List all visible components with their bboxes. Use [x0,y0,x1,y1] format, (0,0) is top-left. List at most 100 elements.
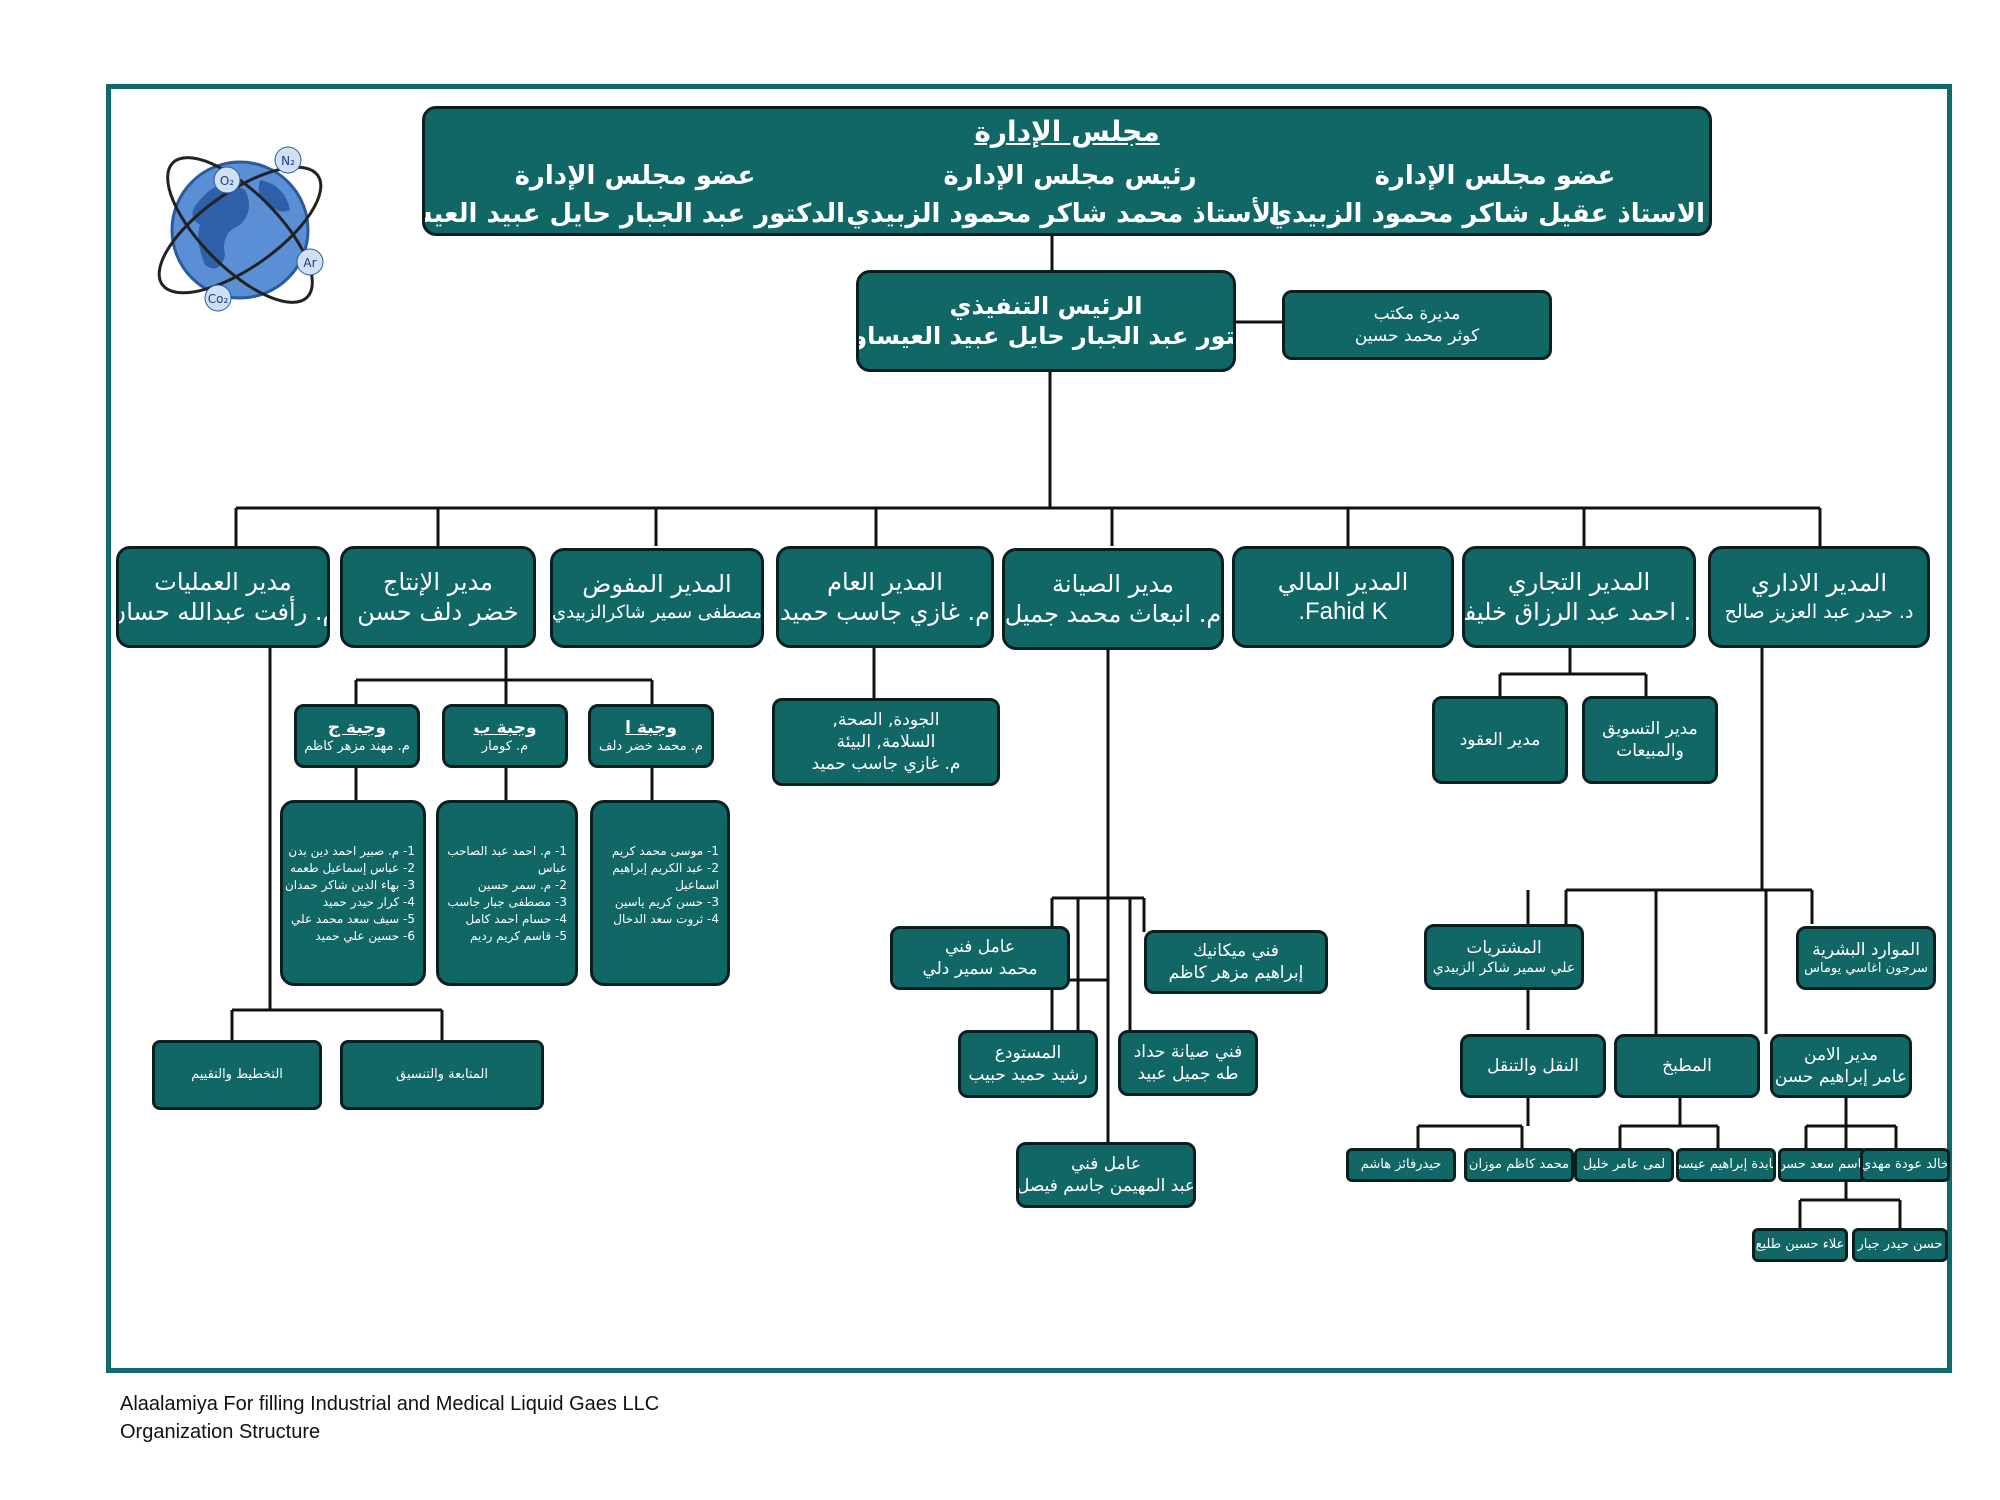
manager-production: مدير الإنتاج خضر دلف حسن [340,546,536,648]
shift-title: وجبة ب [473,718,537,738]
board-member-role: عضو مجلس الإدارة [1374,161,1616,191]
manager-title: مدير الإنتاج [382,568,494,596]
list-item: 3- بهاء الدين شاكر حمدان [284,878,415,892]
kitchen-box: المطبخ [1614,1034,1760,1098]
staff-name: عابدة إبراهيم عيسى [1676,1157,1776,1172]
shift-title: وجبة ا [625,718,677,738]
shift-lead: م. كومار [481,739,529,754]
list-item: 4- ثروت سعد الدخال [613,912,719,926]
staff-name: إبراهيم مزهر كاظم [1168,963,1304,983]
board-member: عضو مجلس الإدارة الدكتور عبد الجبار حايل… [425,157,845,233]
list-item: 2- عبد الكريم إبراهيم [612,861,719,875]
unit-label: المتابعة والتنسيق [395,1067,489,1082]
staff-name: طه جميل عبيد [1137,1064,1239,1084]
staff-name: عبد المهيمن جاسم فيصل [1017,1176,1195,1196]
manager-name: خضر دلف حسن [357,598,519,626]
staff-item: جاسم سعد حسن [1778,1148,1868,1182]
manager-title: مدير الصيانة [1052,570,1174,598]
shift-a-members: 1- موسى محمد كريم 2- عبد الكريم إبراهيم … [590,800,730,986]
hr-box: الموارد البشرية سرجون اغاسي يوماس [1796,926,1936,990]
staff-name: حسن حيدر جبار [1857,1237,1943,1252]
maintenance-mechanic: فني ميكانيك إبراهيم مزهر كاظم [1144,930,1328,994]
manager-name: م. رأفت عبدالله حسان [116,598,330,626]
unit-label: مدير العقود [1459,730,1541,750]
footer: Alaalamiya For filling Industrial and Me… [120,1390,659,1446]
unit-name: علي سمير شاكر الزبيدي [1432,960,1576,976]
board-member-name: الاستاذ عقيل شاكر محمود الزبيدي [1268,199,1705,229]
staff-title: فني ميكانيك [1193,941,1279,961]
staff-item: علاء حسين طليع [1752,1228,1848,1262]
list-item: 4- حسام احمد كامل [465,912,568,926]
staff-title: عامل فني [1070,1154,1142,1174]
staff-item: خالد عودة مهدي [1860,1148,1950,1182]
unit-label: التخطيط والتقييم [191,1067,283,1082]
shift-c-members: 1- م. صبير احمد دين بدن 2- عباس إسماعيل … [280,800,426,986]
unit-name: عامر إبراهيم حسن [1774,1067,1908,1087]
chart-frame [106,84,1952,1373]
list-item: 3- حسن كريم ياسين [614,895,719,909]
list-item: عباس [537,861,567,875]
quality-name: م. غازي جاسب حميد [811,754,961,774]
logo-label: Co₂ [208,292,229,306]
office-manager-box: مديرة مكتب كوثر محمد حسين [1282,290,1552,360]
staff-title: فني صيانة حداد [1133,1042,1243,1062]
list-item: 6- حسين علي حميد [315,929,415,943]
shift-lead: م. محمد خضر دلف [599,739,703,754]
manager-title: المدير التجاري [1507,568,1651,596]
quality-hse-box: الجودة, الصحة, السلامة, البيئة م. غازي ج… [772,698,1000,786]
shift-b-members: 1- م. احمد عبد الصاحب عباس 2- م. سمر حسي… [436,800,578,986]
transport-box: النقل والتنقل [1460,1034,1606,1098]
manager-title: المدير المالي [1277,568,1409,596]
shift-a-box: وجبة ا م. محمد خضر دلف [588,704,714,768]
globe-logo-icon: N₂ O₂ Ar Co₂ [157,146,324,312]
shift-b-box: وجبة ب م. كومار [442,704,568,768]
board-member-name: الأستاذ محمد شاكر محمود الزبيدي [846,199,1280,229]
unit-title: النقل والتنقل [1487,1056,1579,1076]
list-item: 1- م. صبير احمد دين بدن [288,844,415,858]
staff-item: عابدة إبراهيم عيسى [1676,1148,1776,1182]
manager-delegated: المدير المفوض مصطفى سمير شاكرالزبيدي [550,548,764,648]
list-item: 2- م. سمر حسين [477,878,567,892]
manager-title: مدير العمليات [154,568,292,596]
manager-name: م. احمد عبد الرزاق خليفة [1462,598,1696,626]
planning-unit: التخطيط والتقييم [152,1040,322,1110]
manager-finance: المدير المالي Fahid K. [1232,546,1454,648]
unit-title: المشتريات [1466,938,1542,958]
board-chairman: رئيس مجلس الإدارة الأستاذ محمد شاكر محمو… [846,157,1280,233]
logo-label: O₂ [220,174,234,188]
unit-title: المطبخ [1662,1056,1712,1076]
manager-title: المدير الاداري [1750,569,1888,597]
staff-title: المستودع [994,1043,1062,1063]
manager-general: المدير العام م. غازي جاسب حميد [776,546,994,648]
maintenance-worker-2: عامل فني عبد المهيمن جاسم فيصل [1016,1142,1196,1208]
manager-administrative: المدير الاداري د. حيدر عبد العزيز صالح [1708,546,1930,648]
ceo-box: الرئيس التنفيذي دكتور عبد الجبار حايل عب… [856,270,1236,372]
logo-label: N₂ [281,154,295,168]
maintenance-worker: عامل فني محمد سمير دلي [890,926,1070,990]
board-member-role: عضو مجلس الإدارة [514,161,756,191]
ceo-name: دكتور عبد الجبار حايل عبيد العيساوي [859,322,1236,350]
list-item: 3- مصطفى جبار جاسب [447,895,567,909]
manager-title: المدير المفوض [582,570,732,598]
list-item: 1- م. احمد عبد الصاحب [447,844,567,858]
maintenance-warehouse: المستودع رشيد حميد حبيب [958,1030,1098,1098]
followup-unit: المتابعة والتنسيق [340,1040,544,1110]
staff-name: علاء حسين طليع [1755,1237,1845,1252]
manager-commercial: المدير التجاري م. احمد عبد الرزاق خليفة [1462,546,1696,648]
shift-lead: م. مهند مزهر كاظم [304,739,410,754]
unit-label: مدير التسويق والمبيعات [1602,719,1698,761]
manager-name: م. انبعاث محمد جميل [1004,600,1222,628]
staff-name: جاسم سعد حسن [1778,1157,1868,1172]
document-title: Organization Structure [120,1421,321,1443]
manager-name: د. حيدر عبد العزيز صالح [1724,601,1914,623]
list-item: اسماعيل [675,878,719,892]
shift-title: وجبة ج [327,718,387,738]
maintenance-blacksmith: فني صيانة حداد طه جميل عبيد [1118,1030,1258,1096]
unit-title: مدير الامن [1804,1045,1879,1065]
company-name: Alaalamiya For filling Industrial and Me… [120,1393,660,1415]
staff-name: خالد عودة مهدي [1860,1157,1950,1172]
staff-item: حسن حيدر جبار [1852,1228,1948,1262]
unit-name: سرجون اغاسي يوماس [1804,961,1928,976]
list-item: 2- عباس إسماعيل طعمه [289,861,415,875]
manager-maintenance: مدير الصيانة م. انبعاث محمد جميل [1002,548,1224,650]
